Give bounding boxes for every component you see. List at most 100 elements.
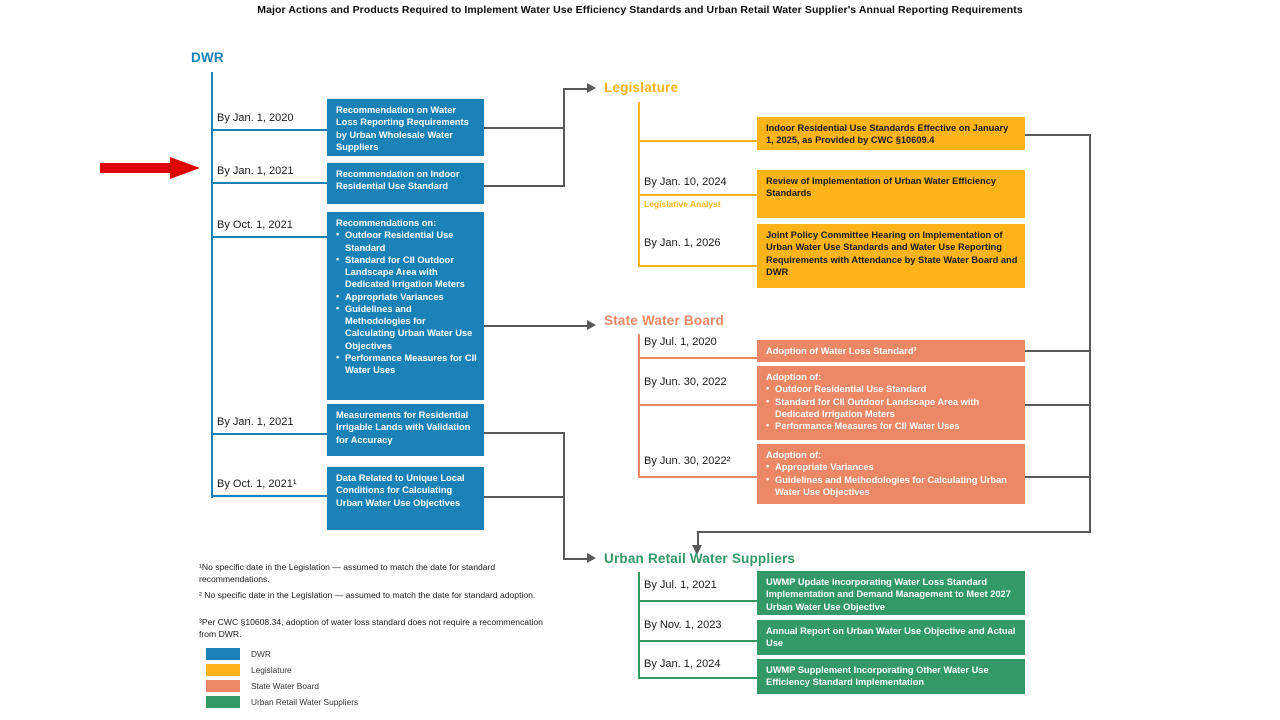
legend-item-legislature: Legislature	[206, 662, 358, 678]
rail-urban-retail	[638, 572, 640, 678]
legend-item-dwr: DWR	[206, 646, 358, 662]
box-dwr-1-lead: Recommendation on Indoor Residential Use…	[336, 169, 460, 192]
date-swb-0: By Jul. 1, 2020	[644, 336, 717, 348]
tick-swb-2	[638, 476, 762, 478]
box-dwr-2-lead: Recommendations on:	[336, 218, 437, 228]
tick-dwr-0	[211, 129, 329, 131]
tick-dwr-3	[211, 433, 329, 435]
tick-urban-2	[638, 677, 762, 679]
group-heading-legislature: Legislature	[604, 80, 679, 95]
box-swb-1[interactable]: Adoption of: Outdoor Residential Use Sta…	[757, 366, 1025, 440]
date-urban-2: By Jan. 1, 2024	[644, 658, 721, 670]
connector-legislature-bus	[563, 88, 565, 187]
box-swb-0-lead: Adoption of Water Loss Standard³	[766, 346, 917, 356]
note-legislature-1: Legislative Analyst	[644, 199, 721, 209]
bullet: Appropriate Variances	[766, 460, 1018, 473]
connector-dwr3-urban	[484, 432, 564, 434]
box-swb-2-lead: Adoption of:	[766, 450, 822, 460]
connector-dwr4-urban	[484, 496, 564, 498]
red-pointer-arrow	[100, 157, 200, 179]
bullet: Guidelines and Methodologies for Calcula…	[336, 302, 477, 352]
box-dwr-3[interactable]: Measurements for Residential Irrigable L…	[327, 404, 484, 456]
footnote-2: ² No specific date in the Legislation — …	[199, 590, 536, 600]
box-legislature-2[interactable]: Joint Policy Committee Hearing on Implem…	[757, 224, 1025, 288]
connector-swb1-right	[1025, 404, 1091, 406]
footnote-3: ³Per CWC §10608.34, adoption of water lo…	[199, 617, 543, 639]
box-dwr-2-bullets: Outdoor Residential Use Standard Standar…	[336, 228, 477, 377]
date-dwr-0: By Jan. 1, 2020	[217, 112, 294, 124]
bullet: Standard for CII Outdoor Landscape Area …	[336, 253, 477, 291]
connector-dwr2-swb	[484, 325, 587, 327]
date-urban-0: By Jul. 1, 2021	[644, 579, 717, 591]
page-title: Major Actions and Products Required to I…	[257, 4, 1023, 16]
connector-legislature0-right	[1025, 134, 1091, 136]
date-dwr-1: By Jan. 1, 2021	[217, 165, 294, 177]
box-legislature-0-lead: Indoor Residential Use Standards Effecti…	[766, 123, 1009, 146]
rail-state-water-board	[638, 334, 640, 478]
legend-swatch-dwr	[206, 648, 240, 660]
arrow-to-urban-retail	[587, 553, 596, 563]
bullet: Outdoor Residential Use Standard	[766, 382, 1018, 395]
box-swb-2[interactable]: Adoption of: Appropriate Variances Guide…	[757, 444, 1025, 504]
box-dwr-3-lead: Measurements for Residential Irrigable L…	[336, 410, 471, 445]
date-swb-1: By Jun. 30, 2022	[644, 376, 727, 388]
connector-swb0-right	[1025, 350, 1091, 352]
connector-legislature-arm	[563, 88, 588, 90]
box-dwr-4-lead: Data Related to Unique Local Conditions …	[336, 473, 465, 508]
arrow-down-to-urban-retail	[692, 545, 702, 555]
legend-item-state-water-board: State Water Board	[206, 678, 358, 694]
legend-swatch-legislature	[206, 664, 240, 676]
box-dwr-0[interactable]: Recommendation on Water Loss Reporting R…	[327, 99, 484, 156]
date-dwr-2: By Oct. 1, 2021	[217, 219, 293, 231]
box-urban-1-lead: Annual Report on Urban Water Use Objecti…	[766, 626, 1016, 649]
rail-dwr	[211, 72, 213, 498]
tick-dwr-1	[211, 182, 329, 184]
arrow-to-legislature	[587, 83, 596, 93]
box-urban-2[interactable]: UWMP Supplement Incorporating Other Wate…	[757, 659, 1025, 694]
group-heading-state-water-board: State Water Board	[604, 313, 724, 328]
box-swb-2-bullets: Appropriate Variances Guidelines and Met…	[766, 460, 1018, 499]
group-heading-dwr: DWR	[191, 50, 224, 65]
legend-swatch-state-water-board	[206, 680, 240, 692]
box-dwr-4[interactable]: Data Related to Unique Local Conditions …	[327, 467, 484, 530]
tick-urban-1	[638, 640, 762, 642]
date-swb-2: By Jun. 30, 2022²	[644, 455, 731, 467]
date-legislature-2: By Jan. 1, 2026	[644, 237, 721, 249]
box-legislature-1[interactable]: Review of Implementation of Urban Water …	[757, 170, 1025, 218]
box-swb-0[interactable]: Adoption of Water Loss Standard³	[757, 340, 1025, 362]
box-swb-1-lead: Adoption of:	[766, 372, 822, 382]
connector-urban-drop	[697, 531, 699, 547]
legend-swatch-urban-retail	[206, 696, 240, 708]
bullet: Guidelines and Methodologies for Calcula…	[766, 473, 1018, 499]
rail-legislature	[638, 102, 640, 266]
bullet: Appropriate Variances	[336, 290, 477, 303]
box-legislature-1-lead: Review of Implementation of Urban Water …	[766, 176, 997, 199]
box-swb-1-bullets: Outdoor Residential Use Standard Standar…	[766, 382, 1018, 432]
legend-label-dwr: DWR	[251, 649, 271, 659]
connector-swb2-right	[1025, 476, 1091, 478]
group-heading-urban-retail: Urban Retail Water Suppliers	[604, 551, 796, 566]
tick-swb-1	[638, 404, 762, 406]
connector-urban-arm	[563, 558, 588, 560]
bullet: Performance Measures for CII Water Uses	[766, 419, 1018, 432]
bullet: Performance Measures for CII Water Uses	[336, 351, 477, 377]
box-dwr-1[interactable]: Recommendation on Indoor Residential Use…	[327, 163, 484, 204]
box-urban-1[interactable]: Annual Report on Urban Water Use Objecti…	[757, 620, 1025, 655]
connector-urban-bus	[563, 432, 565, 560]
tick-urban-0	[638, 600, 762, 602]
legend-label-urban-retail: Urban Retail Water Suppliers	[251, 697, 359, 707]
box-dwr-2[interactable]: Recommendations on: Outdoor Residential …	[327, 212, 484, 400]
tick-legislature-0	[638, 140, 762, 142]
connector-dwr1-legislature	[484, 185, 564, 187]
legend-item-urban-retail: Urban Retail Water Suppliers	[206, 694, 358, 710]
date-dwr-4: By Oct. 1, 2021¹	[217, 478, 297, 490]
box-urban-0[interactable]: UWMP Update Incorporating Water Loss Sta…	[757, 571, 1025, 615]
box-urban-2-lead: UWMP Supplement Incorporating Other Wate…	[766, 665, 989, 688]
tick-dwr-2	[211, 236, 329, 238]
footnote-1: ¹No specific date in the Legislation — a…	[199, 562, 496, 584]
bullet: Standard for CII Outdoor Landscape Area …	[766, 395, 1018, 421]
box-legislature-0[interactable]: Indoor Residential Use Standards Effecti…	[757, 117, 1025, 150]
box-legislature-2-lead: Joint Policy Committee Hearing on Implem…	[766, 230, 1018, 277]
connector-dwr0-legislature	[484, 127, 564, 129]
legend-label-state-water-board: State Water Board	[251, 681, 319, 691]
